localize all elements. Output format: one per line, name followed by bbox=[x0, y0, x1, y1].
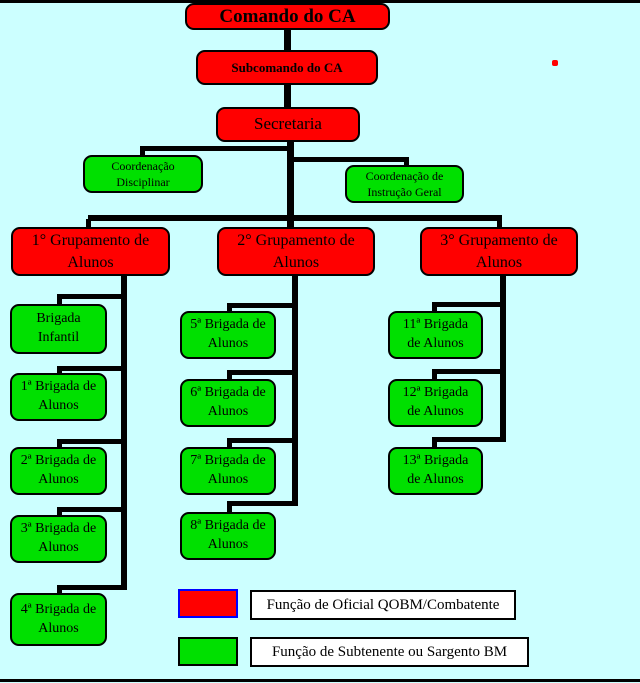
node-brigada-8: 8ª Brigada de Alunos bbox=[180, 512, 276, 560]
node-brigada-12: 12ª Brigada de Alunos bbox=[388, 379, 483, 427]
bottom-border-line bbox=[0, 679, 640, 682]
node-brigada-5: 5ª Brigada de Alunos bbox=[180, 311, 276, 359]
branch-brigada-2-h bbox=[57, 439, 127, 444]
branch-brigada-4-h bbox=[57, 585, 127, 590]
branch-brigada-3-h bbox=[57, 507, 127, 512]
trunk-grupamento2 bbox=[292, 275, 298, 504]
red-dot-artifact bbox=[552, 60, 558, 66]
branch-brigada-11-h bbox=[432, 302, 506, 307]
node-brigada-11: 11ª Brigada de Alunos bbox=[388, 311, 483, 359]
branch-brigada-3-stub bbox=[57, 510, 62, 518]
branch-brigada-13-h bbox=[432, 437, 506, 442]
node-brigada-1: 1ª Brigada de Alunos bbox=[10, 373, 107, 421]
branch-brigada-5-stub bbox=[227, 306, 232, 314]
node-grupamento-1: 1° Grupamento de Alunos bbox=[11, 227, 170, 276]
branch-brigada-8-stub bbox=[227, 504, 232, 515]
connector-coordenacao-disciplinar-stub bbox=[140, 146, 145, 157]
legend-green-label: Função de Subtenente ou Sargento BM bbox=[250, 637, 529, 667]
node-brigada-6: 6ª Brigada de Alunos bbox=[180, 379, 276, 427]
branch-brigada-1-stub bbox=[57, 369, 62, 376]
branch-brigada-5-h bbox=[227, 303, 298, 308]
node-brigada-13: 13ª Brigada de Alunos bbox=[388, 447, 483, 495]
node-brigada-7: 7ª Brigada de Alunos bbox=[180, 447, 276, 495]
trunk-grupamento1 bbox=[121, 275, 127, 588]
connector-coordenacao-instrucao-h bbox=[290, 157, 409, 162]
connector-comando-subcomando bbox=[284, 28, 291, 52]
branch-brigada-11-stub bbox=[432, 305, 437, 314]
connector-coordenacao-disciplinar-h bbox=[140, 146, 290, 151]
branch-brigada-12-stub bbox=[432, 372, 437, 382]
node-secretaria: Secretaria bbox=[216, 107, 360, 142]
branch-brigada-6-stub bbox=[227, 373, 232, 382]
branch-brigada-13-stub bbox=[432, 440, 437, 450]
trunk-grupamento3 bbox=[500, 275, 506, 440]
node-brigada-infantil: Brigada Infantil bbox=[10, 304, 107, 354]
node-coordenacao-disciplinar: Coordenação Disciplinar bbox=[83, 155, 203, 193]
legend-green-swatch bbox=[178, 637, 238, 666]
top-border-line bbox=[0, 0, 640, 3]
node-brigada-4: 4ª Brigada de Alunos bbox=[10, 593, 107, 646]
branch-brigada-6-h bbox=[227, 370, 298, 375]
node-subcomando: Subcomando do CA bbox=[196, 50, 378, 85]
connector-subcomando-secretaria bbox=[284, 83, 291, 109]
branch-brigada-infantil-stub bbox=[57, 297, 62, 306]
branch-brigada-12-h bbox=[432, 369, 506, 374]
branch-brigada-1-h bbox=[57, 366, 127, 371]
connector-grupamento1-stub bbox=[86, 219, 91, 228]
branch-brigada-7-stub bbox=[227, 441, 232, 450]
node-grupamento-3: 3° Grupamento de Alunos bbox=[420, 227, 578, 276]
node-brigada-3: 3ª Brigada de Alunos bbox=[10, 515, 107, 563]
connector-grupamento-row-h bbox=[88, 215, 502, 221]
branch-brigada-2-stub bbox=[57, 442, 62, 450]
connector-coordenacao-instrucao-stub bbox=[404, 157, 409, 167]
branch-brigada-7-h bbox=[227, 438, 298, 443]
branch-brigada-4-stub bbox=[57, 588, 62, 596]
node-coordenacao-instrucao: Coordenação de Instrução Geral bbox=[345, 165, 464, 203]
node-grupamento-2: 2° Grupamento de Alunos bbox=[217, 227, 375, 276]
connector-secretaria-trunk bbox=[287, 140, 294, 229]
connector-grupamento3-stub bbox=[497, 219, 502, 228]
node-brigada-2: 2ª Brigada de Alunos bbox=[10, 447, 107, 495]
legend-red-label: Função de Oficial QOBM/Combatente bbox=[250, 590, 516, 620]
branch-brigada-infantil-h bbox=[57, 294, 127, 299]
node-comando: Comando do CA bbox=[185, 3, 390, 30]
branch-brigada-8-h bbox=[227, 501, 298, 506]
legend-red-swatch bbox=[178, 589, 238, 618]
